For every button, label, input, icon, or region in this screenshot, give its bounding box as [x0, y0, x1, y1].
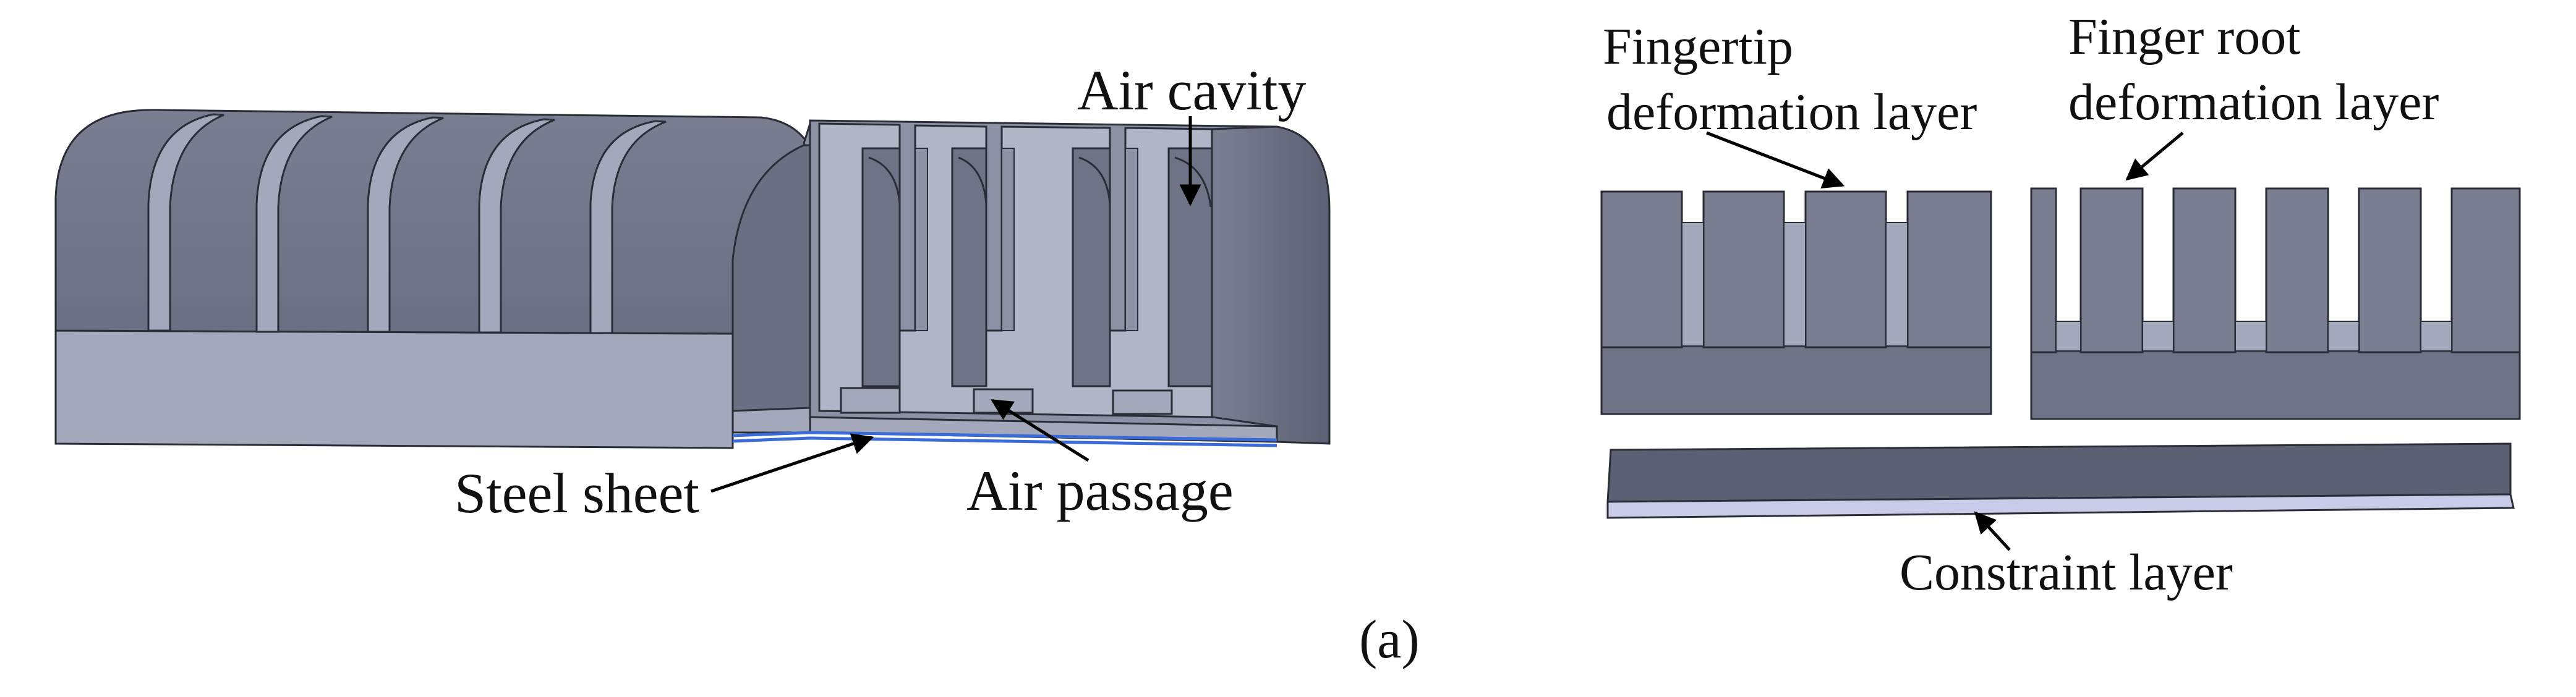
panel-label: (a) — [1359, 610, 1420, 670]
constraint-layer-label: Constraint layer — [1900, 544, 2233, 601]
steel-sheet-line — [732, 431, 1277, 447]
fingertip-label-line1: Fingertip — [1603, 18, 1793, 75]
finger-root-arrow — [2125, 132, 2184, 181]
left-label-arrows — [710, 116, 1201, 493]
left-base-front — [54, 329, 734, 449]
steel-sheet-arrow — [710, 433, 874, 493]
left-arch-interior — [731, 144, 811, 428]
steel-sheet-label: Steel sheet — [454, 462, 699, 525]
finger-root-label-line1: Finger root — [2068, 8, 2301, 65]
finger-root-label-line2: deformation layer — [2068, 74, 2439, 131]
constraint-layer — [1606, 442, 2515, 519]
air-passage-label: Air passage — [966, 459, 1234, 522]
left-interior-floor — [731, 407, 811, 434]
air-cavity-label: Air cavity — [1077, 59, 1307, 122]
fingertip-arrow — [1706, 131, 1845, 188]
left-rib-grooves — [147, 113, 667, 334]
finger-root-deformation-layer — [2030, 187, 2521, 420]
left-chamber-block — [809, 119, 1331, 445]
constraint-arrow — [1974, 511, 2011, 551]
right-label-arrows — [1706, 131, 2184, 551]
left-actuator-model — [54, 109, 1331, 449]
fingertip-label-line2: deformation layer — [1606, 83, 1977, 141]
fingertip-deformation-layer — [1600, 190, 1992, 415]
air-passage-arrow — [991, 399, 1090, 462]
